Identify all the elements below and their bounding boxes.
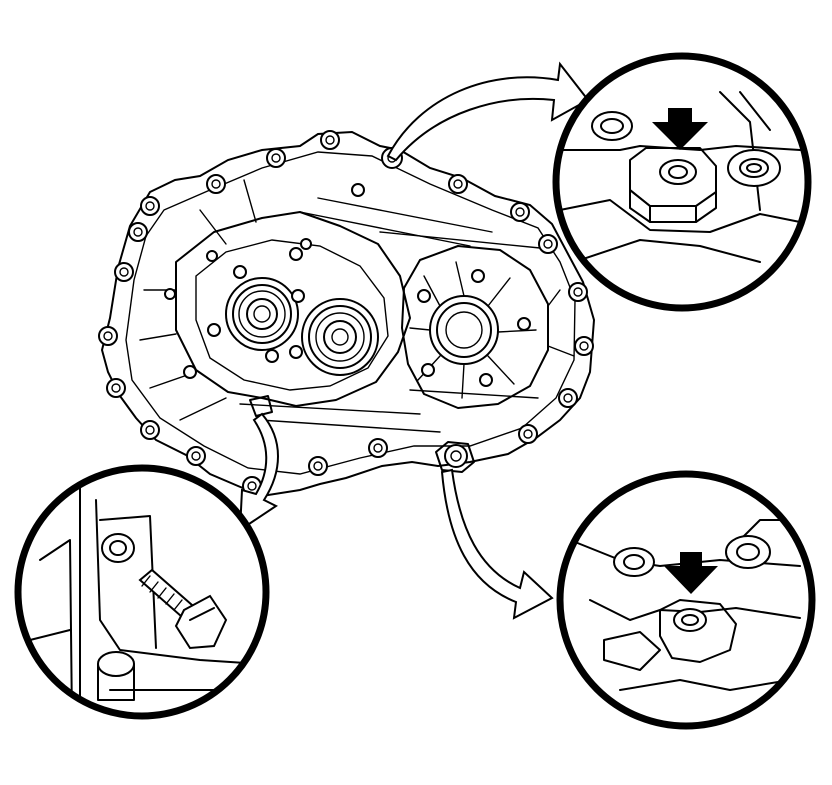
differential-plate [401, 245, 549, 409]
perimeter-bolt-bosses [98, 130, 594, 496]
input-shaft-bearing [225, 277, 299, 351]
bolt-icon [138, 568, 228, 650]
differential-ribs [409, 261, 537, 399]
detail-circle-lower-left [14, 464, 270, 720]
detail-circle-lower-right [556, 470, 816, 730]
down-arrow-icon [652, 108, 708, 150]
transaxle-case [98, 130, 596, 498]
leader-arrow-lower-right [440, 468, 554, 620]
left-bearing-plate-inner [195, 239, 389, 391]
lower-left-tab [249, 395, 273, 417]
lower-right-mount-boss [435, 441, 475, 473]
leader-arrow-lower-left [238, 412, 279, 532]
left-bearing-plate [175, 211, 411, 407]
down-arrow-icon [664, 552, 718, 594]
output-shaft-bearing [301, 298, 379, 376]
inner-bolt-holes [164, 183, 531, 387]
detail-circle-upper-right [552, 52, 812, 312]
